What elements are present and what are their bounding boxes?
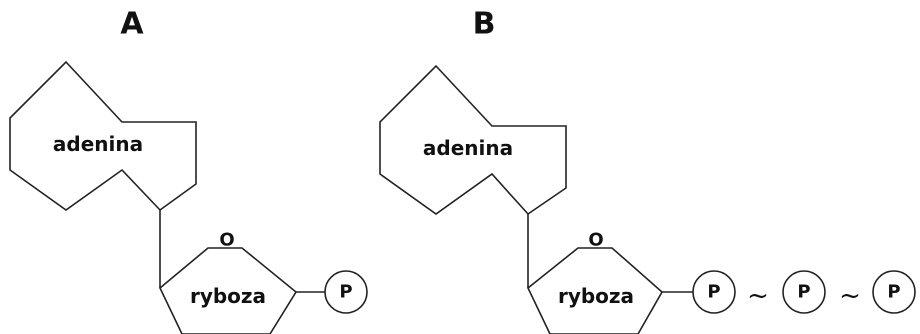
adenine-label-b: adenina [423, 136, 513, 160]
high-energy-bond-b2: ~ [839, 281, 861, 311]
adenine-shape-a [9, 60, 197, 212]
phosphate-circle-b3 [872, 270, 916, 314]
ring-oxygen-b: O [588, 230, 603, 251]
adenine-label-a: adenina [53, 132, 143, 156]
phosphate-circle-a1 [324, 270, 368, 314]
phosphate-circle-b1 [692, 270, 736, 314]
high-energy-bond-b1: ~ [747, 281, 769, 311]
phosphate-label-b2: P [797, 282, 810, 303]
panel-a: A adenina O ryboza P [9, 7, 368, 334]
phosphate-label-b3: P [887, 282, 900, 303]
ring-oxygen-a: O [219, 230, 234, 251]
phosphate-circle-b2 [782, 270, 826, 314]
phosphate-label-a1: P [339, 282, 352, 303]
adenine-shape-b [379, 64, 567, 216]
panel-label-b: B [473, 7, 496, 42]
panel-label-a: A [120, 7, 144, 42]
ribose-label-a: ryboza [190, 284, 266, 308]
phosphate-label-b1: P [707, 282, 720, 303]
ribose-label-b: ryboza [558, 284, 634, 308]
panel-b: B adenina O ryboza P ~ P ~ P [379, 7, 916, 334]
